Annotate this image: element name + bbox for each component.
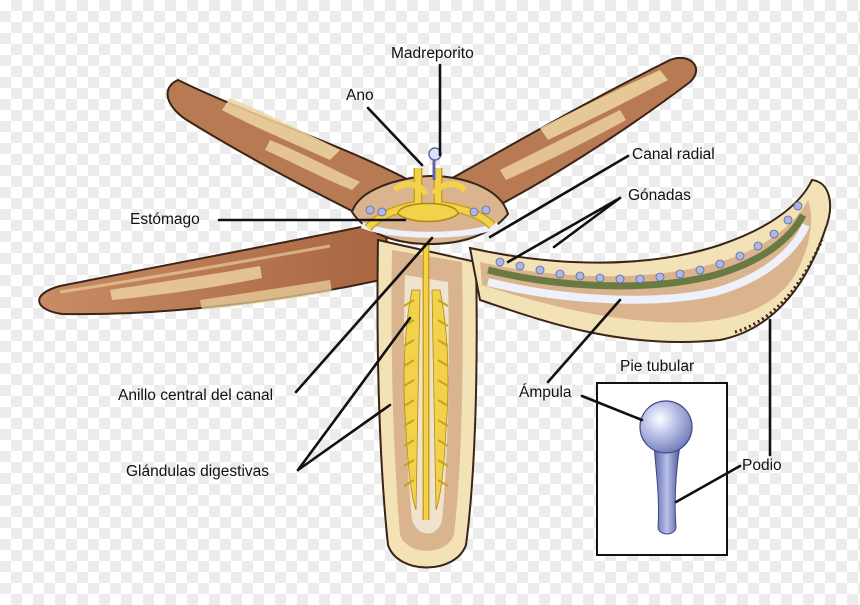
arm-left — [38, 220, 392, 316]
label-estomago: Estómago — [130, 211, 200, 228]
ampulla-bulb — [639, 400, 693, 454]
label-canal-radial: Canal radial — [632, 146, 715, 163]
arm-upper-right — [438, 57, 698, 217]
leader-lines — [217, 63, 772, 504]
label-gonadas: Gónadas — [628, 187, 691, 204]
label-ampula: Ámpula — [519, 384, 572, 401]
arm-bottom-cut — [376, 238, 478, 569]
digestive-glands — [403, 289, 449, 511]
label-anillo-central: Anillo central del canal — [118, 387, 274, 404]
label-madreporito: Madreporito — [391, 45, 474, 62]
label-podio: Podio — [742, 457, 782, 474]
arm-right-cut — [468, 178, 832, 343]
label-ano: Ano — [346, 87, 374, 104]
label-pie-tubular: Pie tubular — [620, 358, 695, 375]
central-disc — [350, 147, 510, 246]
arm-upper-left — [166, 78, 432, 227]
label-glandulas: Glándulas digestivas — [126, 463, 270, 480]
